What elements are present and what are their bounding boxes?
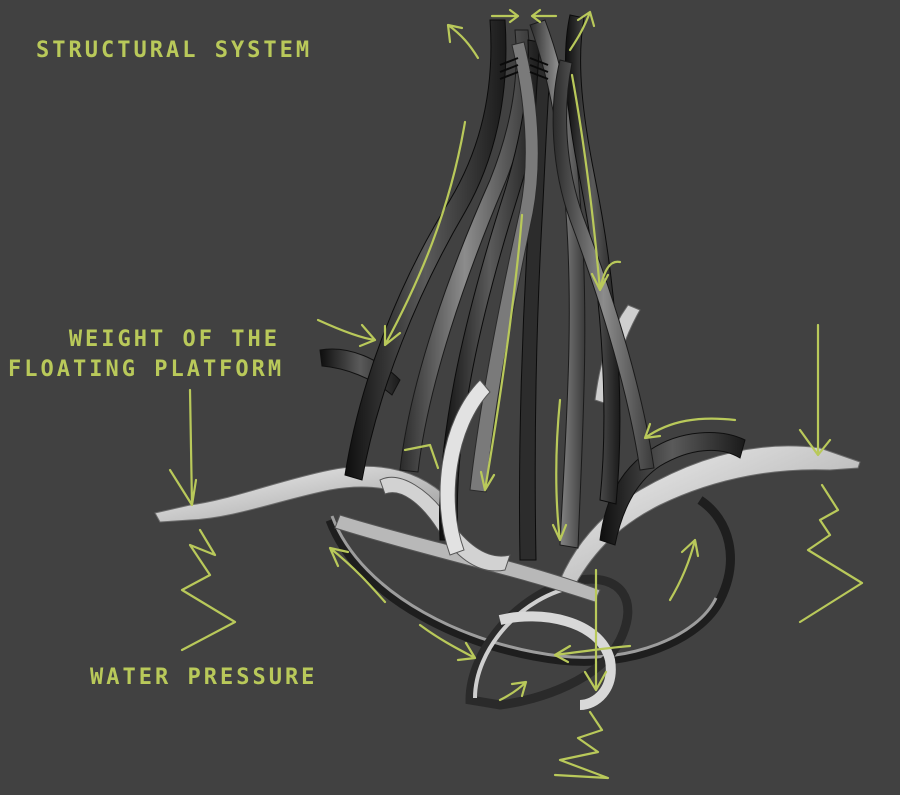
arrow-icon [551,398,568,542]
arrow-icon [668,538,700,602]
top-joint-marks [499,57,549,80]
arrow-icon [798,323,832,457]
arrow-icon [643,417,737,440]
arrow-icon [446,23,480,60]
base-loop-left [465,574,633,710]
annotation-layer [168,8,864,780]
arrow-icon [168,388,198,507]
arrow-icon [530,8,558,24]
arrow-icon [570,73,622,292]
arrow-icon [568,10,596,52]
tendril-8 [552,59,655,471]
arrow-icon [583,568,608,692]
arrow-icon [383,120,467,347]
base-ring-highlight [330,515,718,659]
zigzag-icon [798,483,864,624]
tendril-1 [344,19,507,481]
arrow-icon [316,318,377,348]
base-loop-left-hl [473,584,579,699]
arrow-icon [418,623,477,662]
arrow-icon [553,644,632,664]
arrow-icon [490,8,520,24]
base-ring [325,496,735,666]
arm-curl-right [599,432,746,546]
arrow-icon [328,546,387,604]
zigzag-icon [180,528,237,652]
diagram-title: STRUCTURAL SYSTEM [36,38,313,63]
structure-model [154,14,861,710]
tendril-2 [399,29,531,473]
arrow-icon [479,213,524,492]
arrow-icon [403,443,440,470]
tendril-5 [529,19,586,549]
arrow-icon [498,680,528,702]
tendril-front [439,379,491,556]
base-loop-right [498,611,616,710]
zigzag-icon [553,710,610,780]
weight-label-line-1: WEIGHT OF THE [68,327,280,352]
weight-label: WEIGHT OF THE FLOATING PLATFORM [8,325,281,385]
water-pressure-label: WATER PRESSURE [90,665,318,690]
weight-label-line-2: FLOATING PLATFORM [8,357,285,382]
